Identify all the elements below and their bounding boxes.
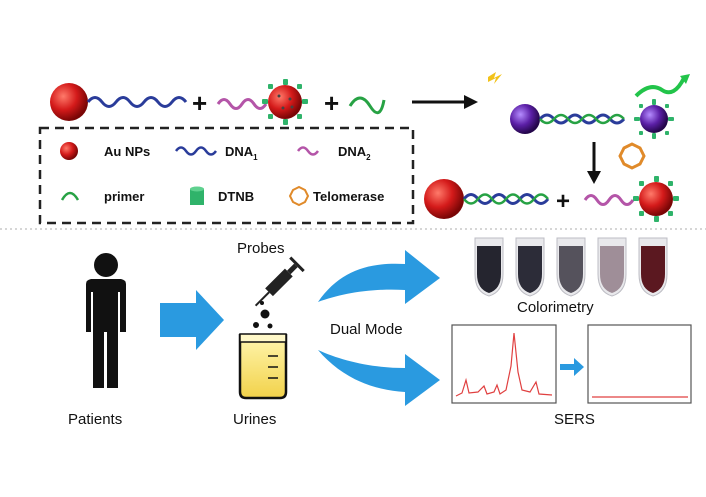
legend-dtnb-label: DTNB	[218, 189, 254, 204]
legend-dna2-swatch	[296, 146, 320, 156]
patient-icon	[86, 253, 126, 388]
spiky-purple-np	[634, 99, 674, 139]
spiky-au-np-product	[633, 176, 679, 222]
legend-telomerase-swatch	[288, 185, 310, 207]
product-strand-green	[463, 193, 549, 205]
legend-primer-label: primer	[104, 189, 144, 204]
plus-sign-2: +	[324, 88, 339, 118]
purple-np-duplex-complex	[488, 72, 690, 139]
legend-au-np-swatch	[60, 142, 78, 160]
syringe-icon	[254, 256, 305, 307]
tube-5	[638, 237, 668, 297]
urines-label: Urines	[233, 411, 276, 428]
curved-arrow-sers	[318, 350, 440, 406]
emission-arrow	[634, 74, 690, 98]
tube-4	[597, 237, 627, 297]
spiky-au-np	[262, 79, 308, 125]
urine-beaker-icon	[238, 333, 288, 400]
tube-3	[556, 237, 586, 297]
legend-dna1-swatch	[174, 146, 218, 156]
tube-2	[515, 237, 545, 297]
au-np-sphere	[50, 83, 88, 121]
dna1-strand	[86, 96, 188, 108]
sers-spectrum-line-before	[455, 332, 553, 397]
dual-mode-label: Dual Mode	[330, 321, 403, 338]
au-np-dna1-probe	[50, 83, 188, 121]
legend-box: Au NPs DNA1 DNA2 primer DTNB Telomerase	[38, 126, 415, 225]
released-dna2-strand	[583, 194, 635, 206]
dna2-strand	[216, 98, 268, 110]
sers-small-arrow	[560, 358, 584, 376]
blue-arrow-to-urine	[160, 290, 224, 350]
plus-sign-3: +	[556, 188, 570, 215]
lightning-icon	[488, 72, 502, 84]
legend-dtnb-swatch	[190, 186, 204, 205]
au-np-sphere-product	[424, 179, 464, 219]
tube-1	[474, 237, 504, 297]
dna2-au-np-dtnb-probe	[216, 79, 308, 125]
curved-arrow-colorimetry	[318, 250, 440, 304]
legend-primer-swatch	[60, 191, 80, 201]
colorimetry-tubes	[474, 237, 668, 297]
primer-strand	[348, 96, 386, 115]
patients-label: Patients	[68, 411, 122, 428]
purple-np-sphere	[510, 104, 540, 134]
probes-label: Probes	[237, 240, 285, 257]
duplex-strand-green	[539, 113, 625, 125]
detection-workflow: Patients Probes Urines	[68, 237, 692, 428]
sers-spectrum-after	[587, 324, 692, 404]
legend-au-nps-label: Au NPs	[104, 144, 150, 159]
reaction-arrow	[412, 95, 478, 109]
down-arrow	[587, 142, 601, 184]
sers-spectrum-before	[451, 324, 557, 404]
plus-sign-1: +	[192, 88, 207, 118]
sers-label: SERS	[554, 411, 595, 428]
telomerase-icon	[618, 142, 646, 170]
reaction-scheme: + +	[38, 72, 690, 225]
colorimetry-label: Colorimetry	[517, 299, 594, 316]
legend-dna1-label: DNA1	[225, 144, 258, 162]
extended-product-row: +	[424, 176, 679, 222]
bubbles-icon	[253, 301, 273, 329]
legend-border	[38, 126, 415, 225]
legend-telomerase-label: Telomerase	[313, 189, 384, 204]
legend-dna2-label: DNA2	[338, 144, 371, 162]
